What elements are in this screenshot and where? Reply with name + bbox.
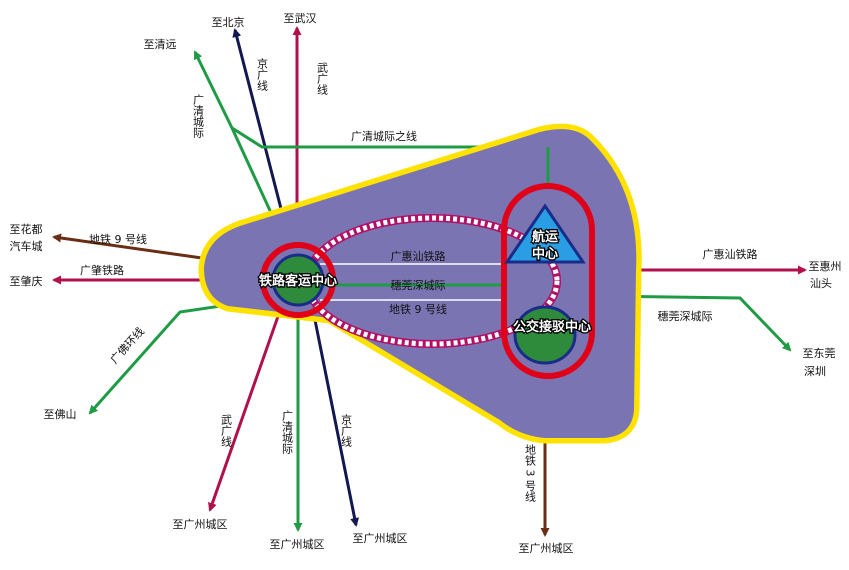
label-metro9-left: 地铁 9 号线 [89,232,147,246]
line-wuguang-south [208,304,284,512]
dest-dongguan-1: 至东莞 [803,347,836,360]
dest-guangzhou-metro3: 至广州城区 [519,542,574,555]
rail-hub-ring [260,242,336,318]
inner-label-guanghuishan: 广惠汕铁路 [391,249,446,263]
dest-foshan: 至佛山 [44,408,77,421]
label-suiguanshen-right: 穗莞深城际 [658,310,713,323]
bus-hub-label: 公交接驳中心 [513,319,591,335]
air-hub-label-2: 中心 [532,246,558,262]
label-metro3: 地铁 3 号线 [524,444,537,502]
dest-beijing: 至北京 [212,15,245,29]
rail-hub-label: 铁路客运中心 [258,273,337,289]
label-guangqing-bottom: 广清城际 [281,410,294,455]
inner-label-suiguanshen: 穗莞深城际 [391,279,446,292]
label-guangqing-intercity-top: 广清城际之线 [351,129,417,143]
bus-hub-core [513,305,577,365]
dest-dongguan-2: 深圳 [804,365,826,378]
dest-huadu-2: 汽车城 [10,239,43,253]
line-jingguang-north [232,28,289,233]
label-guangfo-ring: 广佛环线 [107,324,147,366]
label-jingguang-top: 京广线 [256,57,269,91]
dest-guangzhou-wuguang: 至广州城区 [173,518,228,531]
label-guangqing-left: 广清城际 [192,94,205,139]
dest-zhaoqing: 至肇庆 [10,274,43,288]
label-guanghuishan-right: 广惠汕铁路 [703,247,758,261]
dest-qingyuan: 至清远 [144,38,177,51]
label-jingguang-bottom: 京广线 [340,413,353,447]
right-hub-stadium [501,183,595,379]
rail-hub-core [271,253,325,307]
air-hub-label-1: 航运 [532,229,558,245]
label-guangzhao-left: 广肇铁路 [80,263,124,277]
label-wuguang-bottom: 武广线 [220,414,233,447]
dest-guangzhou-guangqing: 至广州城区 [270,538,325,551]
line-suiguanshen-east [599,294,792,352]
dest-guangzhou-jingguang: 至广州城区 [353,532,408,545]
inner-label-metro9: 地铁 9 号线 [389,302,447,316]
airport-triangle-icon [504,203,586,264]
dest-huizhou-2: 汕头 [810,277,832,290]
dest-huizhou-1: 至惠州 [809,259,842,273]
line-jingguang-south [310,304,360,527]
dest-huadu-1: 至花都 [10,223,43,236]
dest-wuhan: 至武汉 [284,12,317,25]
label-wuguang-top: 武广线 [316,62,329,95]
